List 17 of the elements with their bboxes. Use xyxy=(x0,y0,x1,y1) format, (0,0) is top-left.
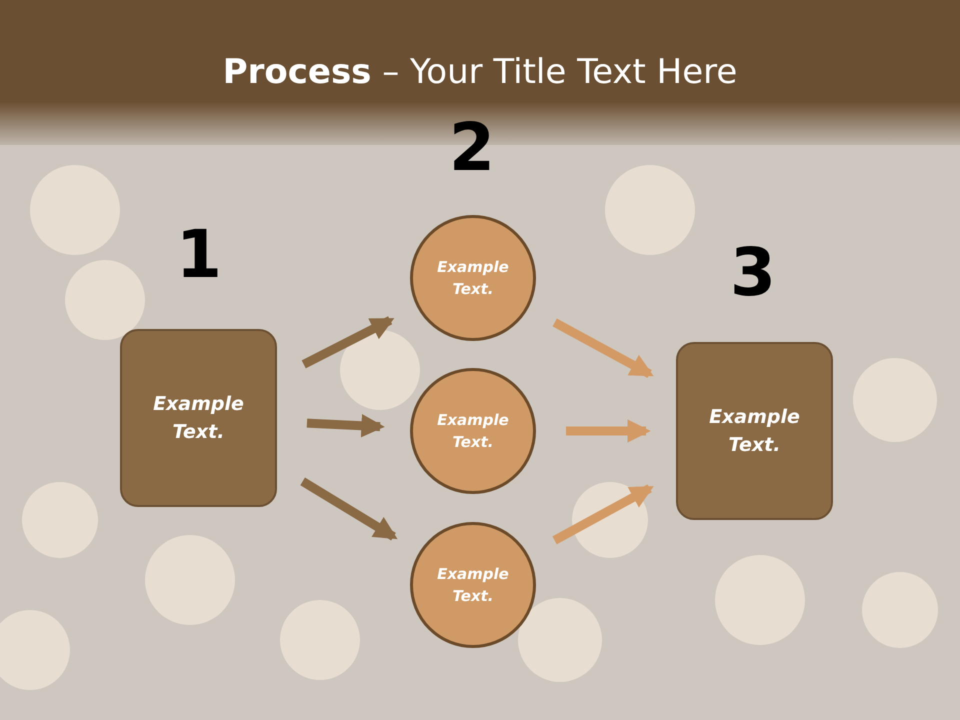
node-text: Example Text. xyxy=(708,404,801,458)
node-text: Example Text. xyxy=(436,564,510,607)
step-number: 3 xyxy=(730,240,776,306)
node-text: Example Text. xyxy=(152,392,245,445)
process-box xyxy=(676,342,833,520)
node-text: Example Text. xyxy=(436,256,510,300)
arrow xyxy=(566,419,651,443)
arrow xyxy=(552,484,654,544)
arrow xyxy=(300,478,398,541)
title: Process – Your Title Text Here xyxy=(222,52,738,92)
step-number: 1 xyxy=(176,222,222,288)
process-box xyxy=(120,329,277,507)
node-text: Example Text. xyxy=(436,410,510,453)
arrow xyxy=(306,414,385,438)
step-number: 2 xyxy=(449,115,495,181)
arrow xyxy=(552,318,654,378)
arrow xyxy=(302,316,394,368)
